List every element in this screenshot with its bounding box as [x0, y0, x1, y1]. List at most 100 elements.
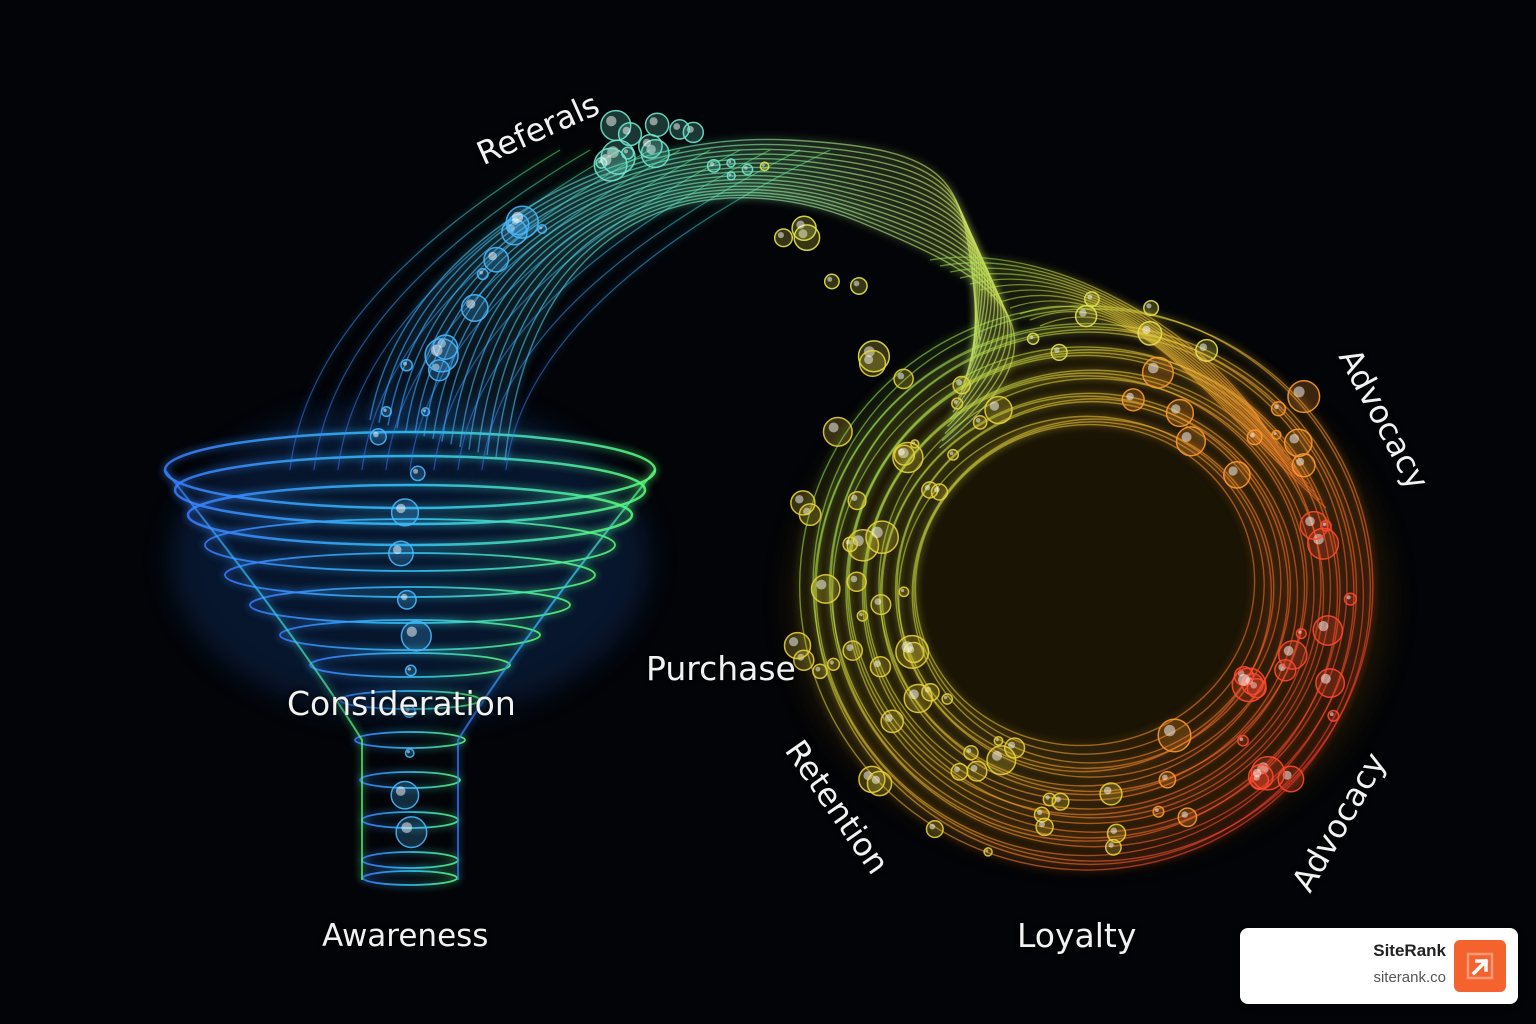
- bubble-highlight: [934, 486, 940, 493]
- bubble: [866, 770, 893, 797]
- bubble-highlight: [992, 750, 1002, 761]
- loop-feed-line: [1029, 310, 1321, 501]
- funnel-strand: [313, 149, 591, 471]
- loop-ring: [830, 331, 1348, 839]
- bubble-highlight: [488, 251, 497, 261]
- bubble-highlight: [884, 714, 893, 722]
- bubble: [476, 268, 489, 281]
- loop-feed-line: [969, 278, 1285, 453]
- bubble-highlight: [900, 588, 905, 593]
- funnel-ring: [339, 690, 481, 710]
- loop-feed-line: [949, 267, 1273, 437]
- bubble: [1283, 428, 1313, 458]
- loop-ring: [914, 423, 1256, 747]
- bubble-highlight: [864, 355, 874, 365]
- bubble: [903, 683, 933, 714]
- bubble-highlight: [1087, 294, 1093, 300]
- bubble: [972, 415, 988, 430]
- bubble-highlight: [852, 535, 864, 547]
- bubble-highlight: [943, 695, 948, 700]
- bubble: [1050, 343, 1068, 362]
- funnel-ring: [361, 851, 459, 869]
- bubble-highlight: [1283, 645, 1294, 656]
- bubble: [856, 610, 869, 622]
- bubble: [1270, 401, 1287, 417]
- funnel-ring: [354, 731, 466, 749]
- bubble-highlight: [898, 448, 905, 456]
- bubble: [983, 847, 993, 857]
- bubble-highlight: [1110, 827, 1118, 834]
- loop-ring: [879, 392, 1299, 796]
- funnel-ring: [309, 652, 511, 678]
- bubble-highlight: [863, 346, 875, 358]
- funnel-ring: [224, 552, 596, 598]
- bubble: [505, 205, 539, 239]
- bubble-highlight: [909, 689, 919, 700]
- bubble-highlight: [600, 154, 612, 166]
- loop-feed-line: [979, 284, 1291, 461]
- bubble: [950, 762, 969, 781]
- bubble: [823, 273, 840, 290]
- stream-line: [504, 197, 1016, 461]
- bubble-highlight: [396, 503, 406, 514]
- bubble-highlight: [649, 117, 658, 126]
- bubble-highlight: [1037, 809, 1043, 816]
- bubble: [1195, 338, 1219, 362]
- bubble-highlight: [622, 126, 631, 135]
- bubble-highlight: [761, 163, 765, 167]
- bubble-highlight: [1103, 786, 1112, 795]
- loop-ring: [913, 421, 1265, 755]
- loop-ring: [846, 351, 1332, 825]
- siterank-badge[interactable]: SiteRank siterank.co: [1240, 928, 1518, 1004]
- bubble: [1143, 299, 1160, 317]
- loop-feed-line: [959, 273, 1279, 445]
- loop-ring: [831, 346, 1339, 842]
- bubble-highlight: [828, 422, 839, 433]
- bubble-particles: [369, 109, 1358, 857]
- bubble-highlight: [949, 451, 954, 456]
- bubble: [537, 224, 548, 235]
- bubble-highlight: [606, 115, 617, 127]
- bubble-highlight: [1054, 347, 1060, 353]
- bubble: [644, 112, 670, 138]
- bubble: [1287, 380, 1321, 414]
- bubble-highlight: [1238, 674, 1250, 686]
- bubble: [984, 395, 1013, 425]
- bubble-highlight: [1155, 808, 1159, 812]
- bubble-highlight: [1250, 682, 1258, 689]
- bubble: [910, 439, 920, 449]
- bubble-highlight: [401, 822, 413, 833]
- bubble: [1137, 320, 1163, 346]
- funnel-strand: [289, 149, 561, 471]
- bubble: [893, 444, 916, 466]
- bubble: [893, 368, 914, 390]
- bubble: [993, 735, 1004, 746]
- bubble: [741, 163, 754, 176]
- bubble-highlight: [901, 641, 913, 653]
- bubble-highlight: [912, 441, 915, 445]
- bubble: [952, 375, 972, 395]
- bubble-highlight: [401, 593, 408, 601]
- bubble-highlight: [989, 401, 1000, 411]
- bubble-highlight: [373, 431, 379, 438]
- bubble: [898, 586, 910, 598]
- bubble-highlight: [1293, 386, 1305, 398]
- bubble-highlight: [673, 123, 681, 130]
- label-awareness: Awareness: [322, 918, 489, 954]
- bubble: [396, 589, 417, 610]
- bubble-highlight: [393, 545, 402, 555]
- bubble-highlight: [827, 276, 833, 282]
- loop-ring: [828, 328, 1358, 848]
- bubble: [1177, 807, 1198, 828]
- loyalty-loop: [798, 256, 1374, 871]
- bubble: [1343, 592, 1358, 606]
- bubble: [483, 246, 510, 273]
- bubble-highlight: [646, 144, 656, 155]
- bubble: [669, 119, 690, 140]
- bubble-highlight: [623, 149, 629, 154]
- bubble-highlight: [1329, 712, 1334, 717]
- bubble-highlight: [479, 270, 483, 275]
- bubble: [846, 571, 867, 593]
- bubble-highlight: [871, 775, 881, 784]
